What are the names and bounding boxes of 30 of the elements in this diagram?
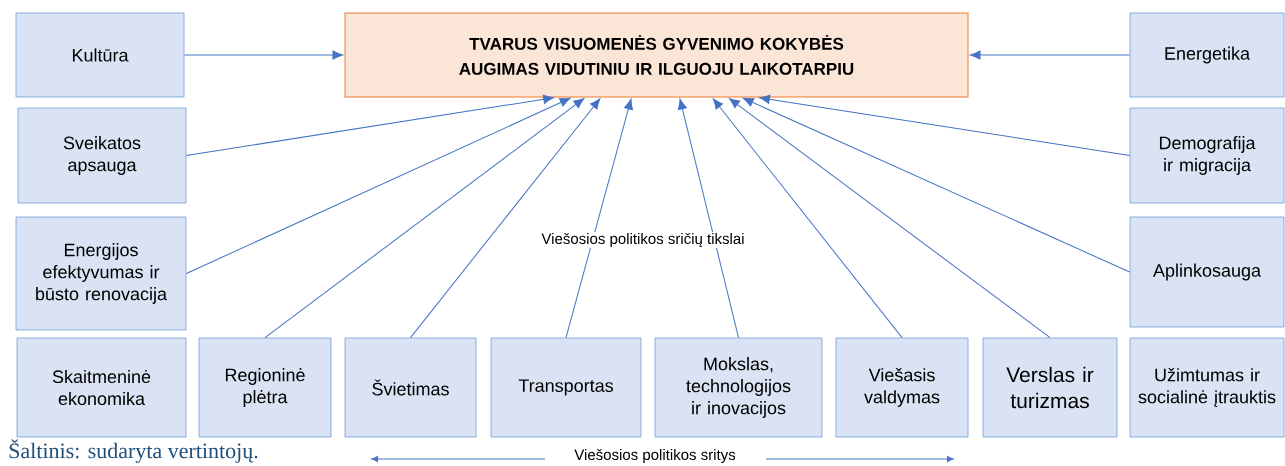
- axis-label: Viešosios politikos sritys: [574, 449, 736, 463]
- arrow: [185, 97, 571, 274]
- arrow: [565, 98, 633, 339]
- policy-area-box: Aplinkosauga: [1129, 216, 1285, 328]
- policy-area-box: Užimtumas ir socialinė įtrauktis: [1129, 337, 1285, 438]
- goal-box: TVARUS VISUOMENĖS GYVENIMO KOKYBĖS AUGIMAS VIDUTINIU IR ILGUOJU LAIKOTARPIU: [344, 12, 969, 98]
- policy-area-box: Demografija ir migracija: [1129, 107, 1285, 204]
- source-note: Šaltinis: sudaryta vertintojų.: [9, 439, 258, 463]
- arrow: [742, 97, 1131, 273]
- arrow: [712, 98, 903, 339]
- policy-area-box: Sveikatos apsauga: [17, 107, 187, 204]
- policy-area-box: Regioninė plėtra: [198, 337, 332, 438]
- policy-area-box: Viešasis valdymas: [835, 337, 969, 438]
- arrow: [410, 98, 601, 339]
- policy-area-box: Kultūra: [15, 12, 185, 98]
- policy-area-box: Verslas ir turizmas: [982, 337, 1118, 438]
- arrow: [183, 50, 344, 60]
- policy-area-box: Švietimas: [344, 337, 477, 438]
- arrow: [677, 98, 739, 339]
- policy-area-box: Transportas: [490, 337, 642, 438]
- policy-area-box: Energetika: [1129, 12, 1285, 98]
- policy-area-box: Mokslas, technologijos ir inovacijos: [654, 337, 823, 438]
- arrow: [969, 50, 1131, 60]
- section-label: Viešosios politikos sričių tikslai: [540, 232, 746, 249]
- arrow: [264, 98, 585, 339]
- arrow: [759, 94, 1131, 156]
- arrow: [729, 98, 1051, 339]
- arrow: [185, 94, 554, 156]
- policy-area-box: Energijos efektyvumas ir būsto renovacija: [15, 216, 187, 331]
- policy-area-box: Skaitmeninė ekonomika: [16, 337, 187, 438]
